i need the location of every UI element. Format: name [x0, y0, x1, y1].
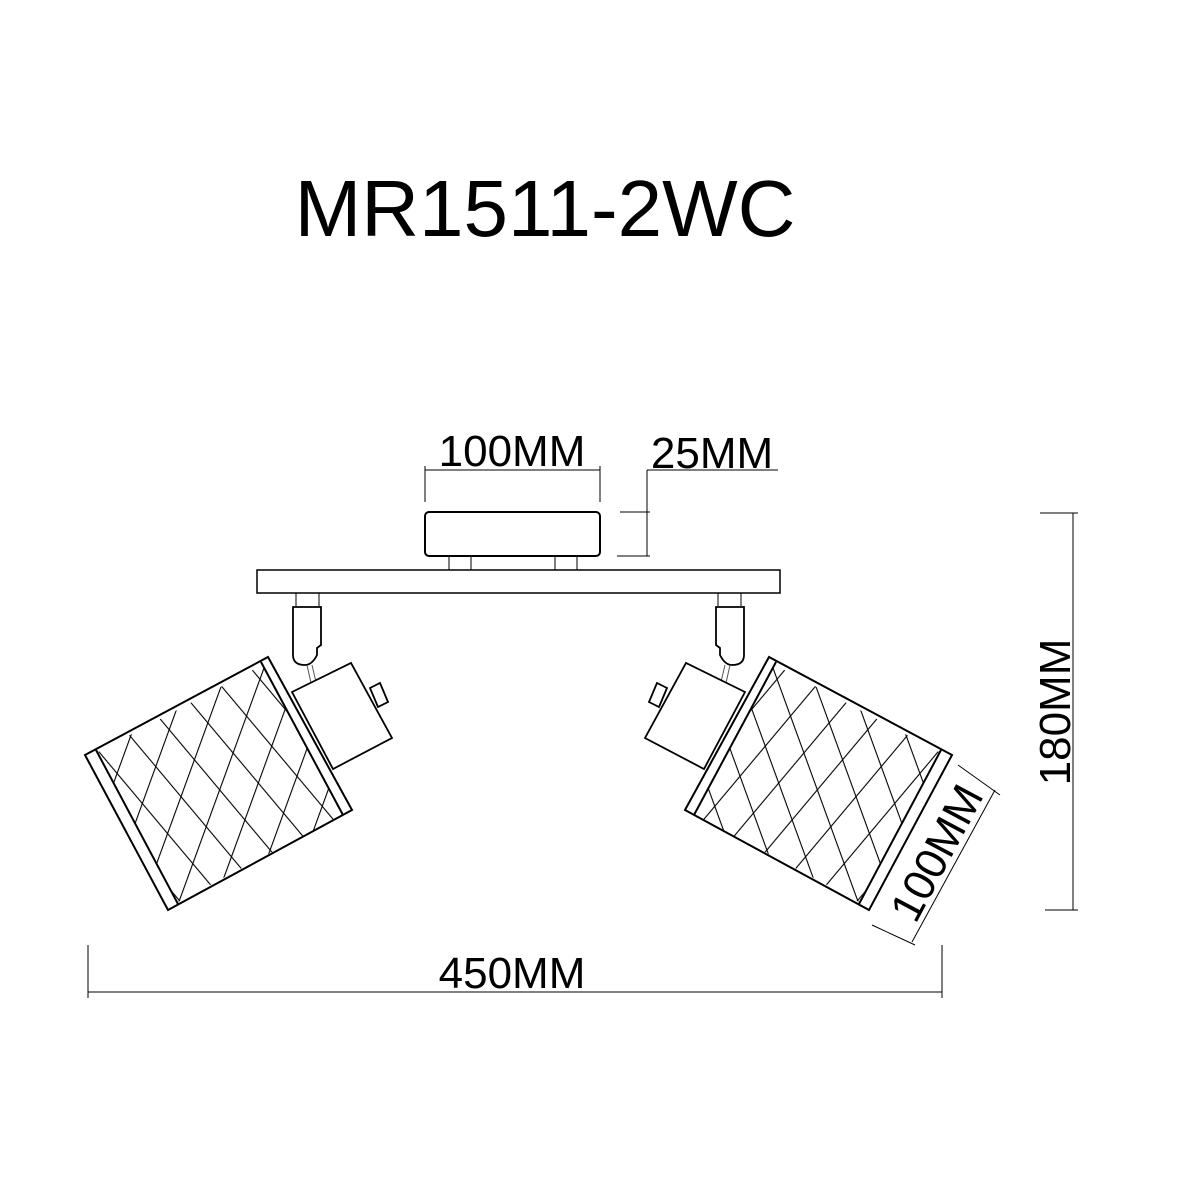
dimension-base-height	[617, 469, 778, 557]
left-spotlight	[84, 592, 393, 911]
total-width-label: 450MM	[439, 949, 586, 998]
total-height-label: 180MM	[1031, 639, 1080, 786]
dimension-total-width	[87, 945, 943, 998]
dimension-shade-diameter	[871, 764, 1001, 946]
dimension-base-width	[424, 466, 601, 502]
model-title: MR1511-2WC	[295, 164, 796, 253]
base-width-label: 100MM	[439, 427, 586, 476]
base-height-label: 25MM	[651, 429, 773, 478]
ceiling-base	[424, 511, 601, 570]
dimension-total-height	[1040, 512, 1078, 911]
mounting-bar	[256, 569, 781, 594]
